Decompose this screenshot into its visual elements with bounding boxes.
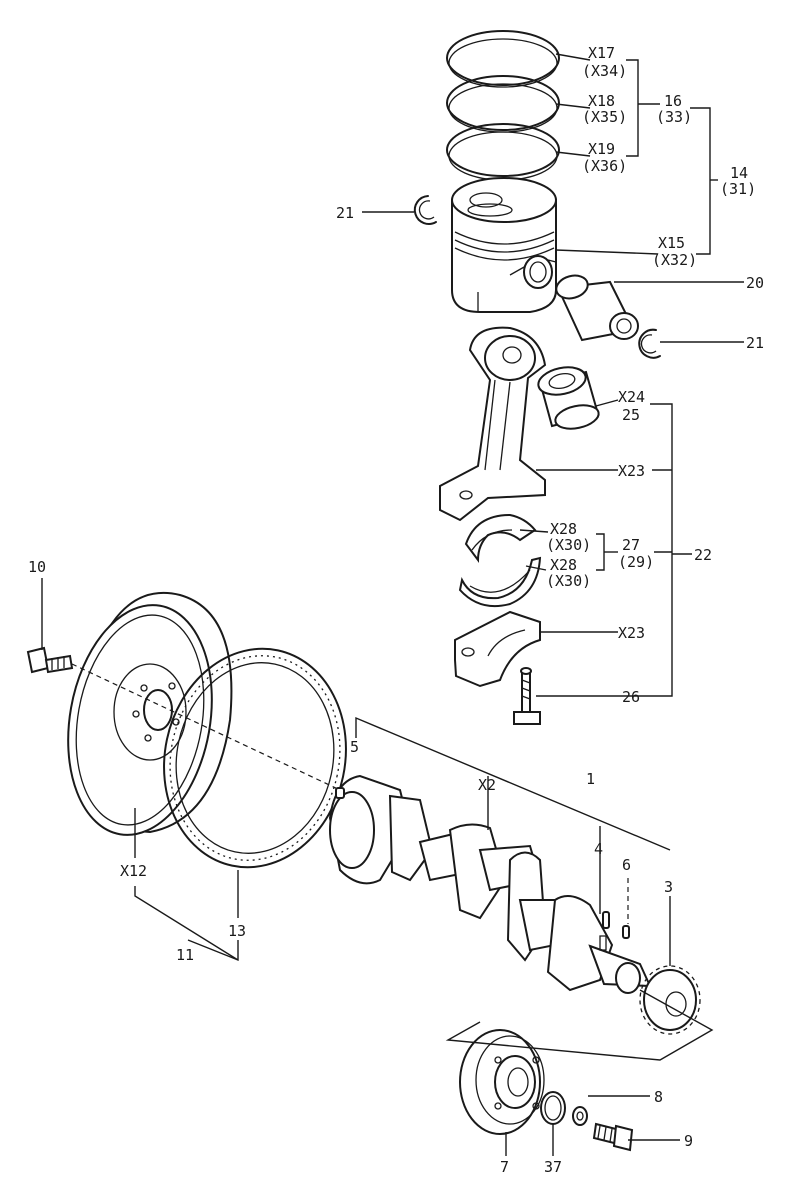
label-31: (31) — [720, 180, 756, 198]
flywheel-bolt — [26, 646, 74, 674]
label-x23-upper: X23 — [618, 462, 645, 480]
label-x36: (X36) — [582, 157, 627, 175]
label-1: 1 — [586, 770, 595, 788]
label-x2: X2 — [478, 776, 496, 794]
label-20: 20 — [746, 274, 764, 292]
flywheel-axis-line — [71, 663, 341, 791]
snap-ring-upper — [413, 195, 437, 225]
label-x23-lower: X23 — [618, 624, 645, 642]
crankshaft-key — [602, 911, 610, 929]
small-end-bushing — [537, 366, 600, 430]
washer — [572, 1106, 588, 1126]
label-x30-upper: (X30) — [546, 536, 591, 554]
label-25: 25 — [622, 406, 640, 424]
label-9: 9 — [684, 1132, 693, 1150]
connecting-rod-cap — [454, 610, 541, 688]
gear-assembly-bracket — [445, 989, 714, 1061]
label-3: 3 — [664, 878, 673, 896]
part-labels: X17 (X34) X18 (X35) X19 (X36) 16 (33) 14… — [28, 44, 764, 1176]
crank-assembly-bracket — [355, 716, 671, 851]
label-16: 16 — [664, 92, 682, 110]
label-x12: X12 — [120, 862, 147, 880]
label-x18: X18 — [588, 92, 615, 110]
label-x30-lower: (X30) — [546, 572, 591, 590]
label-8: 8 — [654, 1088, 663, 1106]
piston-ring-oil — [446, 123, 560, 181]
piston-pin — [555, 274, 639, 342]
bearing-shell-upper — [464, 513, 537, 563]
crankshaft-dowel — [335, 787, 345, 799]
label-7: 7 — [500, 1158, 509, 1176]
label-x17: X17 — [588, 44, 615, 62]
label-11: 11 — [176, 946, 194, 964]
label-x32: (X32) — [652, 251, 697, 269]
label-14: 14 — [730, 164, 748, 182]
label-6: 6 — [622, 856, 631, 874]
label-5: 5 — [350, 738, 359, 756]
leader-lines — [41, 53, 744, 1156]
crankshaft-gear — [639, 965, 701, 1035]
label-27: 27 — [622, 536, 640, 554]
crankshaft — [328, 774, 652, 994]
label-33: (33) — [656, 108, 692, 126]
label-21-upper: 21 — [336, 204, 354, 222]
piston-ring-top — [446, 30, 560, 88]
snap-ring-lower — [638, 328, 661, 359]
label-x34: (X34) — [582, 62, 627, 80]
label-37: 37 — [544, 1158, 562, 1176]
bearing-shell-lower — [458, 556, 542, 608]
crankshaft-pulley — [459, 1029, 545, 1135]
label-x24: X24 — [618, 388, 645, 406]
label-26: 26 — [622, 688, 640, 706]
label-x35: (X35) — [582, 108, 627, 126]
pulley-bolt — [592, 1122, 634, 1152]
label-21-lower: 21 — [746, 334, 764, 352]
connecting-rod — [439, 326, 547, 522]
label-x15: X15 — [658, 234, 685, 252]
ring-gear — [163, 647, 347, 869]
connecting-rod-bolt — [513, 667, 541, 725]
flywheel — [67, 591, 233, 836]
label-10: 10 — [28, 558, 46, 576]
label-29: (29) — [618, 553, 654, 571]
o-ring — [540, 1091, 566, 1125]
label-22: 22 — [694, 546, 712, 564]
label-4: 4 — [594, 840, 603, 858]
label-x19: X19 — [588, 140, 615, 158]
label-13: 13 — [228, 922, 246, 940]
label-x28-lower: X28 — [550, 556, 577, 574]
crankshaft-pin — [622, 925, 630, 939]
piston — [451, 177, 557, 313]
label-x28-upper: X28 — [550, 520, 577, 538]
